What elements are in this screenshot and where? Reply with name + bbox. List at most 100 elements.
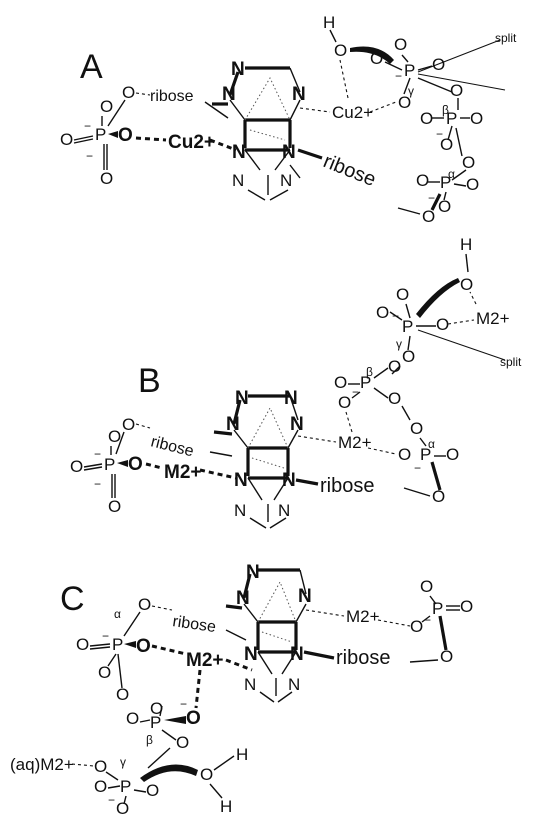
atom-o: O xyxy=(432,487,445,506)
panel-b-ribose-bottom: ribose xyxy=(320,475,374,497)
atom-n: N xyxy=(292,84,306,105)
atom-o: O xyxy=(420,109,433,128)
panel-b-letter: B xyxy=(138,362,161,400)
atom-n: N xyxy=(222,84,236,105)
atom-n: N xyxy=(290,644,304,665)
atom-n: N xyxy=(282,470,296,491)
atom-o: O xyxy=(116,799,129,818)
panel-a-ribose-bottom: ribose xyxy=(320,150,379,191)
atom-p: P xyxy=(404,61,415,80)
panel-b-metal-left: M2+ xyxy=(164,462,202,483)
atom-p: P xyxy=(420,445,431,464)
atom-o: O xyxy=(460,275,473,294)
atom-o: O xyxy=(94,757,107,776)
atom-o: O xyxy=(420,577,433,596)
atom-o: O xyxy=(394,35,407,54)
panel-c-beta-phosphate: O P β O O O − xyxy=(126,697,201,769)
charge-minus: − xyxy=(86,149,93,163)
panel-b-ribose-top: ribose xyxy=(149,433,195,460)
atom-o: O xyxy=(436,315,449,334)
atom-p: P xyxy=(360,373,371,392)
panel-b-alpha: α xyxy=(428,437,435,451)
atom-o: O xyxy=(122,83,135,102)
atom-o: O xyxy=(118,125,133,146)
panel-c-alpha: α xyxy=(114,607,121,621)
panel-c-ribose-top: ribose xyxy=(171,613,217,636)
panel-a-split: split xyxy=(495,31,517,45)
charge-minus: − xyxy=(436,127,443,141)
atom-o: O xyxy=(388,389,401,408)
atom-o: O xyxy=(126,709,139,728)
atom-n: N xyxy=(231,59,245,80)
atom-n: N xyxy=(282,142,296,163)
atom-o: O xyxy=(438,197,451,216)
charge-minus: − xyxy=(414,461,421,475)
panel-a-metal-mid: Cu2+ xyxy=(332,103,373,122)
atom-n: N xyxy=(246,562,260,583)
atom-p: P xyxy=(440,173,451,192)
atom-o: O xyxy=(416,171,429,190)
panel-a-metal-left: Cu2+ xyxy=(168,132,215,153)
atom-o: O xyxy=(460,597,473,616)
atom-o: O xyxy=(388,357,401,376)
panel-b-metal-top: M2+ xyxy=(476,309,510,328)
panel-c-beta: β xyxy=(146,733,153,747)
atom-o: O xyxy=(186,708,201,729)
atom-o: O xyxy=(76,635,89,654)
charge-minus: − xyxy=(94,447,101,461)
panel-b: B O P O O O − − O ribose M2+ xyxy=(70,235,522,529)
atom-o: O xyxy=(116,685,129,704)
panel-a-beta-phosphate: P β O O O − O xyxy=(420,98,483,181)
panel-c-water-h1: H xyxy=(236,745,248,764)
atom-o: O xyxy=(108,497,121,516)
panel-a-alpha: α xyxy=(448,167,455,181)
panel-a-letter: A xyxy=(80,48,103,86)
charge-minus: − xyxy=(102,629,109,643)
atom-o: O xyxy=(176,733,189,752)
atom-p: P xyxy=(112,635,123,654)
atom-p: P xyxy=(95,125,106,144)
panel-a: A O P O O O − − O ribose Cu2+ xyxy=(60,13,517,226)
panel-a-gamma-phosphate: O O P O O − γ split O xyxy=(370,31,517,112)
atom-n: N xyxy=(298,586,312,607)
charge-minus: − xyxy=(395,69,402,83)
charge-minus: − xyxy=(84,119,91,133)
panel-b-beta: β xyxy=(366,365,373,379)
atom-o: O xyxy=(410,419,423,438)
atom-n: N xyxy=(284,388,298,409)
atom-p: P xyxy=(120,777,131,796)
atom-o: O xyxy=(398,93,411,112)
atom-o: O xyxy=(128,454,143,475)
atom-p: P xyxy=(432,599,443,618)
atom-p: P xyxy=(402,317,413,336)
atom-o: O xyxy=(338,393,351,412)
atom-o: O xyxy=(200,765,213,784)
atom-o: O xyxy=(450,81,463,100)
atom-n: N xyxy=(232,142,246,163)
atom-o: O xyxy=(432,55,445,74)
atom-n: N xyxy=(234,470,248,491)
atom-o: O xyxy=(100,97,113,116)
atom-o: O xyxy=(440,647,453,666)
atom-o: O xyxy=(440,135,453,154)
atom-n: N xyxy=(236,588,250,609)
charge-minus: − xyxy=(424,613,431,627)
panel-b-alpha-phosphate: O P α O O − O xyxy=(398,405,459,506)
atom-n: N xyxy=(232,171,244,190)
panel-c-water-h2: H xyxy=(220,797,232,816)
atom-n: N xyxy=(288,675,300,694)
panel-a-beta: β xyxy=(442,103,449,117)
panel-c-letter: C xyxy=(60,580,85,618)
atom-o: O xyxy=(100,169,113,188)
panel-a-adenine: N N N N N N N xyxy=(212,59,306,201)
charge-minus: − xyxy=(180,697,187,711)
panel-b-split: split xyxy=(500,355,522,369)
atom-o: O xyxy=(122,415,135,434)
atom-o: O xyxy=(98,663,111,682)
charge-minus: − xyxy=(352,385,359,399)
atom-o: O xyxy=(334,41,347,60)
atom-n: N xyxy=(235,388,249,409)
atom-o: O xyxy=(70,457,83,476)
panel-b-gamma-phosphate: O O P − γ O O split M2+ xyxy=(376,285,522,375)
